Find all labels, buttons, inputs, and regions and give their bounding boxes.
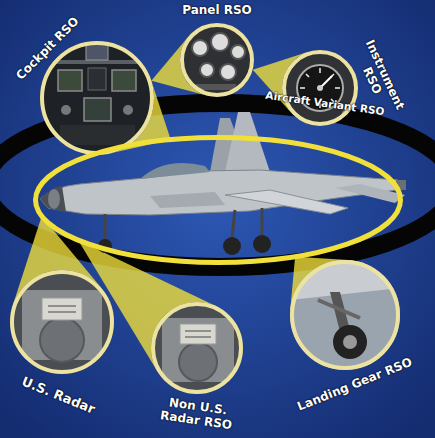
tail-fin bbox=[225, 112, 270, 172]
aircraft bbox=[40, 112, 406, 255]
plate bbox=[42, 298, 82, 320]
plate-line bbox=[185, 330, 211, 332]
hub bbox=[343, 335, 357, 349]
callout-circle: Panel RSO bbox=[180, 23, 254, 97]
node-outline bbox=[40, 41, 154, 155]
display bbox=[58, 70, 82, 91]
radar-picture bbox=[151, 302, 243, 394]
circle-outline bbox=[12, 272, 112, 372]
gauge bbox=[220, 64, 236, 80]
callout-circle: Instrument RSO bbox=[282, 50, 358, 126]
antenna bbox=[179, 343, 217, 381]
ellipse-outline bbox=[36, 138, 401, 263]
panel-picture bbox=[180, 23, 254, 97]
node-outline bbox=[180, 23, 254, 97]
callout-circle: Cockpit RSO bbox=[40, 41, 154, 155]
circle-outline bbox=[292, 262, 398, 368]
callout-circle: Non U.S. Radar RSO bbox=[151, 302, 243, 394]
gauge bbox=[192, 40, 208, 56]
wheel bbox=[333, 325, 367, 359]
circle-outline bbox=[182, 25, 252, 95]
node-outline bbox=[151, 302, 243, 394]
circle-outline bbox=[42, 43, 152, 153]
panel-ground bbox=[180, 23, 254, 97]
instrument-picture bbox=[282, 50, 358, 126]
knob bbox=[123, 105, 133, 115]
gear-ground bbox=[290, 260, 400, 370]
callout-label: U.S. Radar bbox=[19, 375, 97, 418]
keypad bbox=[88, 68, 106, 90]
node-outline bbox=[33, 135, 403, 265]
fuselage bbox=[40, 170, 404, 215]
wing bbox=[225, 190, 348, 214]
gauge bbox=[231, 45, 245, 59]
gauge bbox=[200, 63, 214, 77]
callout-circle: U.S. Radar bbox=[10, 270, 114, 374]
plate-line bbox=[48, 311, 76, 313]
cockpit-picture bbox=[40, 41, 154, 155]
wheel bbox=[223, 237, 241, 255]
wheel bbox=[253, 235, 271, 253]
gear-strut bbox=[261, 208, 264, 236]
callout-circle: Landing Gear RSO bbox=[290, 260, 400, 370]
hub bbox=[317, 85, 323, 91]
circle-outline bbox=[153, 304, 241, 392]
open-nose bbox=[40, 186, 66, 212]
landing-gear-picture bbox=[290, 260, 400, 370]
node-outline bbox=[290, 260, 400, 370]
radar-dish bbox=[48, 189, 60, 209]
callout-label: Non U.S. Radar RSO bbox=[158, 395, 235, 433]
radar-body bbox=[162, 318, 234, 382]
circle-outline bbox=[284, 52, 356, 124]
gear-strut bbox=[232, 210, 235, 238]
radar-ground bbox=[10, 270, 114, 374]
callout-label: Landing Gear RSO bbox=[296, 356, 415, 415]
display bbox=[112, 70, 136, 91]
radar-picture bbox=[10, 270, 114, 374]
cockpit-ground bbox=[40, 41, 154, 155]
hud bbox=[86, 44, 108, 60]
brace bbox=[318, 300, 360, 318]
black-band bbox=[0, 103, 435, 267]
plate-line bbox=[185, 336, 211, 338]
plate bbox=[180, 324, 216, 344]
display bbox=[84, 98, 111, 121]
callout-label: Panel RSO bbox=[182, 4, 252, 18]
instrument-ground bbox=[282, 50, 358, 126]
node-outline bbox=[282, 50, 358, 126]
canopy bbox=[140, 163, 210, 179]
node-outline bbox=[10, 270, 114, 374]
band-label: Aircraft Variant RSO bbox=[265, 89, 385, 118]
switch-row bbox=[196, 84, 236, 90]
antenna bbox=[40, 318, 84, 362]
plate-line bbox=[48, 305, 76, 307]
aircraft-ellipse: Aircraft Variant RSO bbox=[33, 135, 403, 265]
radar-ground bbox=[151, 302, 243, 394]
console bbox=[60, 125, 135, 145]
gauge bbox=[211, 33, 229, 51]
nose-gear-strut bbox=[104, 214, 107, 241]
intake bbox=[150, 192, 225, 208]
knob bbox=[61, 105, 71, 115]
